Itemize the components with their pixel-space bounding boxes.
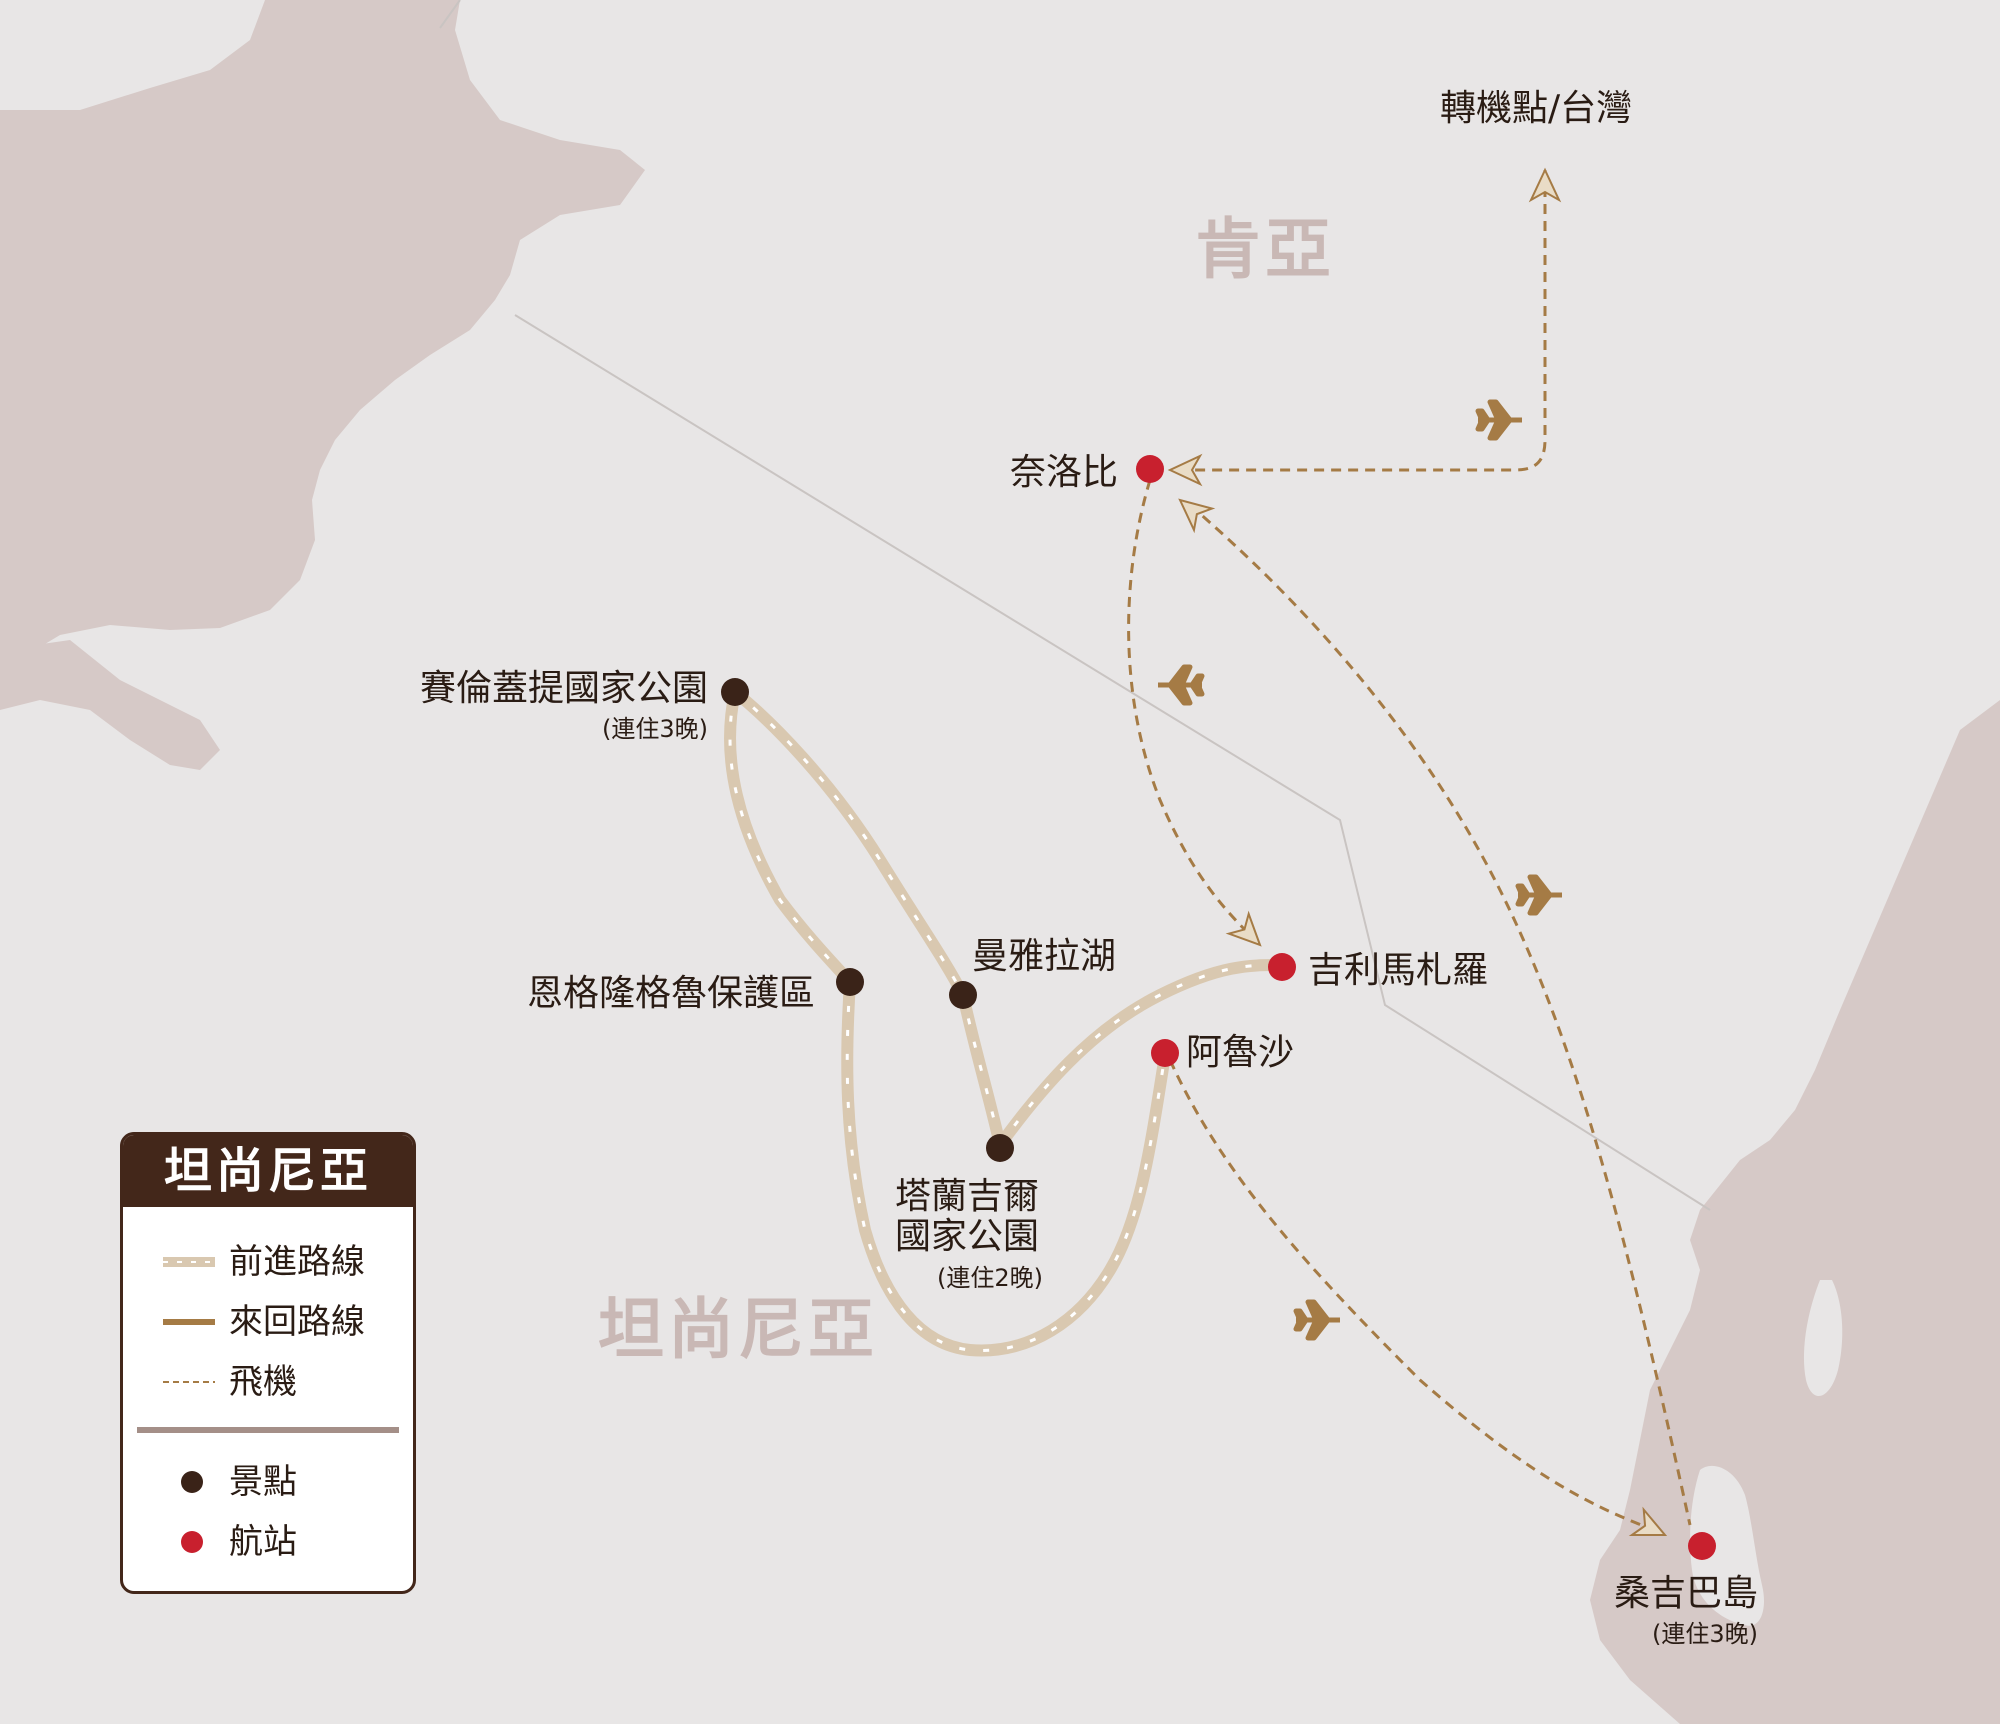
attraction-markers [721,678,1014,1162]
lake-victoria-land [0,0,645,665]
round-trip-route-label: 來回路線 [229,1302,365,1342]
legend-flight: 飛機 [123,1357,413,1407]
forward-routes [724,687,1281,1357]
arusha-label: 阿魯沙 [1186,1032,1294,1073]
legend-attraction: 景點 [123,1457,413,1507]
legend-airport: 航站 [123,1517,413,1567]
airplane-icon [1158,667,1202,703]
kilimanjaro-label: 吉利馬札羅 [1308,950,1488,991]
border-line [439,0,1711,1211]
attraction-label: 景點 [229,1462,297,1502]
flight-label: 飛機 [229,1362,297,1402]
airport-label: 航站 [229,1522,297,1562]
manyara-label: 曼雅拉湖 [972,936,1116,977]
nairobi-marker [1136,455,1164,483]
serengeti-note: (連住3晚) [602,715,708,743]
airplane-icon [1518,877,1562,913]
nairobi-label: 奈洛比 [1010,452,1118,493]
tarangire-note: (連住2晚) [937,1264,1043,1292]
flight-arrowheads [1169,169,1672,1549]
flight-route-symbol [163,1381,215,1383]
legend-title: 坦尚尼亞 [123,1135,413,1207]
tarangire-label-1: 塔蘭吉爾 [895,1176,1039,1217]
legend-round-trip-route: 來回路線 [123,1297,413,1347]
lake-victoria-inlet [0,640,220,770]
airplane-icons [1158,402,1562,1338]
serengeti-marker [721,678,749,706]
coast-land [1590,700,2000,1724]
kenya-label: 肯亞 [1195,211,1335,288]
arusha-marker [1151,1039,1179,1067]
kilimanjaro-marker [1268,953,1296,981]
ngorongoro-marker [836,968,864,996]
tarangire-label-2: 國家公園 [895,1216,1039,1257]
legend-divider [137,1427,399,1433]
flight-routes [1127,170,1692,1532]
ngorongoro-label: 恩格隆格魯保護區 [527,973,815,1014]
manyara-marker [949,981,977,1009]
zanzibar-label: 桑吉巴島 [1614,1573,1758,1614]
serengeti-label: 賽倫蓋提國家公園 [420,668,708,709]
pemba-island [1803,1280,1843,1397]
airplane-icon [1296,1302,1340,1338]
forward-route-symbol [163,1257,215,1267]
airplane-icon [1478,402,1522,438]
zanzibar-note: (連住3晚) [1652,1620,1758,1648]
tarangire-marker [986,1134,1014,1162]
airport-dot-icon [181,1531,203,1553]
zanzibar-marker [1688,1532,1716,1560]
attraction-dot-icon [181,1471,203,1493]
forward-route-label: 前進路線 [229,1242,365,1282]
legend: 坦尚尼亞 前進路線 來回路線 飛機 景點 航站 [120,1132,416,1594]
transfer-label: 轉機點/台灣 [1440,88,1632,129]
round-trip-route-symbol [163,1319,215,1325]
airport-markers [1136,455,1716,1560]
tanzania-label: 坦尚尼亞 [598,1291,878,1368]
legend-forward-route: 前進路線 [123,1237,413,1287]
zanzibar-island-outline [1690,1465,1765,1626]
